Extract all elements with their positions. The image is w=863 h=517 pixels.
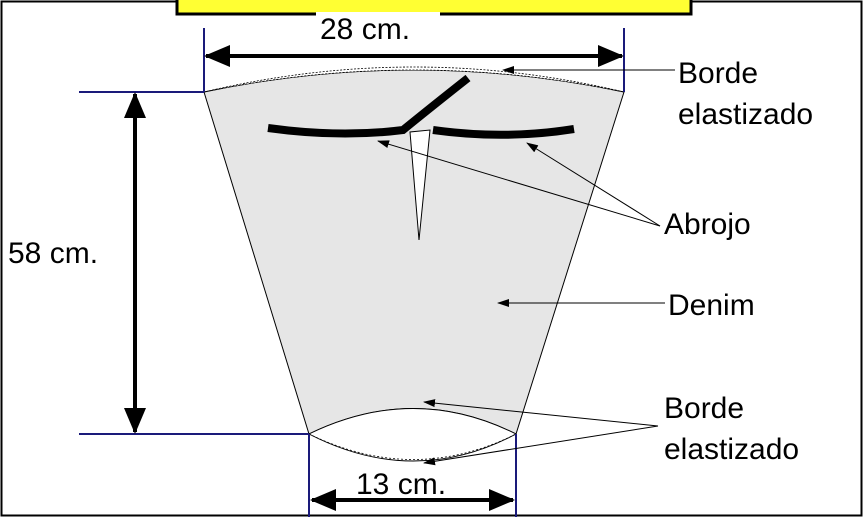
header-box [175,0,693,16]
dart-slit [409,129,431,241]
bottom-elastic-dotted-line [308,433,517,460]
top-edge-label-line1: Borde [678,57,758,90]
velcro-strip-right [432,125,575,139]
leader-velcro-right [526,142,661,227]
top-edge-label-line2: elastizado [678,98,813,131]
top-elastic-edge [203,66,625,93]
height-label: 58 cm. [8,237,98,270]
top-width-label-bg [316,12,440,44]
leader-bottom-edge-upper [423,399,659,427]
velcro-strip-left [267,74,471,138]
leader-velcro-left [377,140,661,227]
bottom-edge-label-line2: elastizado [664,433,799,466]
leader-bottom-edge-lower [423,425,659,466]
fabric-label: Denim [668,289,755,322]
top-width-label: 28 cm. [320,13,410,46]
bottom-width-label-bg [352,466,474,498]
velcro-label: Abrojo [664,208,751,241]
height-label-bg [6,236,124,270]
bottom-edge-label-line1: Borde [664,392,744,425]
bottom-width-label: 13 cm. [356,468,446,501]
